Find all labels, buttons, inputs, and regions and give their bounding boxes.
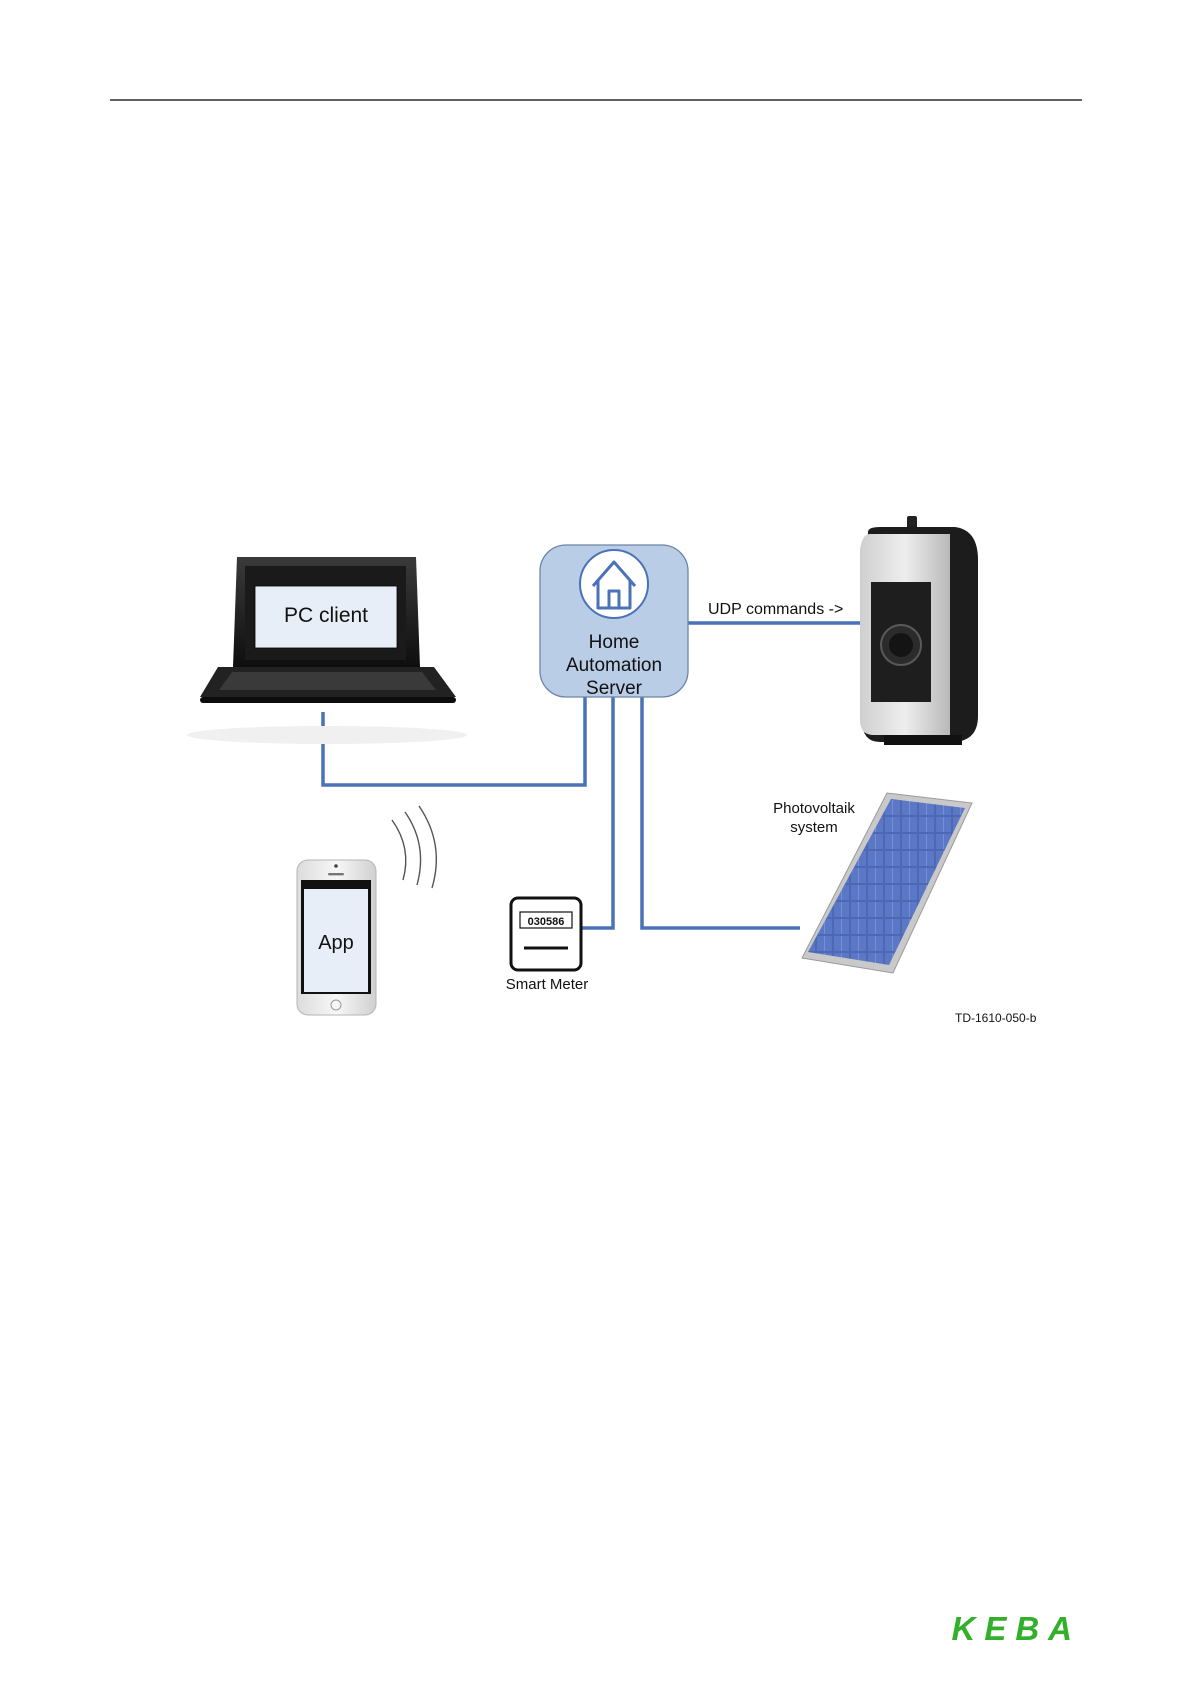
smart-meter: 030586 Smart Meter [506, 898, 589, 993]
laptop-shadow [187, 726, 467, 744]
server-label-line-1: Home [589, 632, 640, 653]
pv-label-line-2: system [790, 819, 838, 836]
meter-display: 030586 [528, 916, 565, 928]
smartphone: App [297, 860, 376, 1015]
home-automation-server: Home Automation Server [540, 545, 688, 699]
wallbox [860, 516, 978, 745]
udp-commands-label: UDP commands -> [708, 601, 843, 618]
laptop-keyboard [219, 672, 436, 690]
pv-label-line-1: Photovoltaik [773, 800, 855, 817]
wallbox-foot [884, 735, 962, 745]
wifi-signal-icon [392, 806, 436, 888]
wallbox-socket-inner [889, 633, 913, 657]
meter-body [511, 898, 581, 970]
smart-meter-label: Smart Meter [506, 976, 589, 993]
laptop-front-edge [200, 697, 456, 703]
keba-logo: KEBA [951, 1610, 1081, 1647]
server-label-line-2: Automation [566, 655, 662, 676]
phone-camera [334, 864, 338, 868]
figure-code: TD-1610-050-b [955, 1011, 1037, 1025]
app-label: App [318, 932, 354, 954]
laptop: PC client [187, 557, 467, 744]
server-label-line-3: Server [586, 678, 643, 699]
photovoltaik-panel: Photovoltaik system [773, 793, 972, 973]
pc-client-label: PC client [284, 604, 368, 627]
phone-speaker [328, 873, 344, 875]
